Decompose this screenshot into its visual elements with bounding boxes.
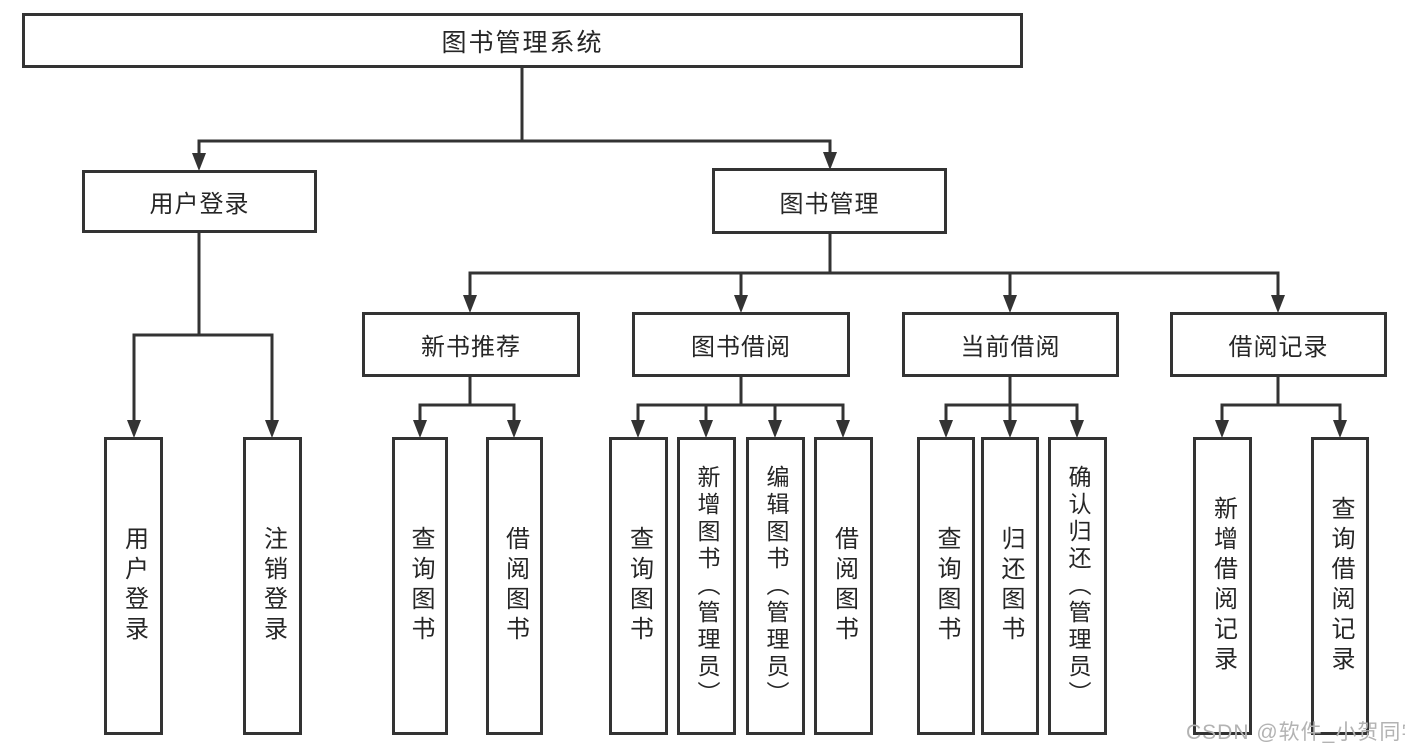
leaf-add-book-admin: 新增图书（管理员） <box>677 437 736 735</box>
leaf-query-books-current: 查询图书 <box>917 437 975 735</box>
leaf-borrow-books-borrowing: 借阅图书 <box>814 437 873 735</box>
leaf-query-borrow-record: 查询借阅记录 <box>1311 437 1369 735</box>
node-borrowing-records: 借阅记录 <box>1170 312 1387 377</box>
node-current-borrowing: 当前借阅 <box>902 312 1119 377</box>
node-book-management: 图书管理 <box>712 168 947 234</box>
node-user-login: 用户登录 <box>82 170 317 233</box>
leaf-logout: 注销登录 <box>243 437 302 735</box>
leaf-add-borrow-record: 新增借阅记录 <box>1193 437 1252 735</box>
leaf-return-books: 归还图书 <box>981 437 1039 735</box>
node-new-book-recommend: 新书推荐 <box>362 312 580 377</box>
leaf-edit-book-admin: 编辑图书（管理员） <box>746 437 805 735</box>
leaf-query-books-borrowing: 查询图书 <box>609 437 668 735</box>
leaf-confirm-return-admin: 确认归还（管理员） <box>1048 437 1107 735</box>
arrowheads <box>127 141 1347 438</box>
leaf-borrow-books-recommend: 借阅图书 <box>486 437 543 735</box>
leaf-user-login: 用户登录 <box>104 437 163 735</box>
leaf-query-books-recommend: 查询图书 <box>392 437 448 735</box>
node-library-management-system: 图书管理系统 <box>22 13 1023 68</box>
node-book-borrowing: 图书借阅 <box>632 312 850 377</box>
csdn-watermark: CSDN @软件_小贺同学 <box>1186 721 1405 744</box>
